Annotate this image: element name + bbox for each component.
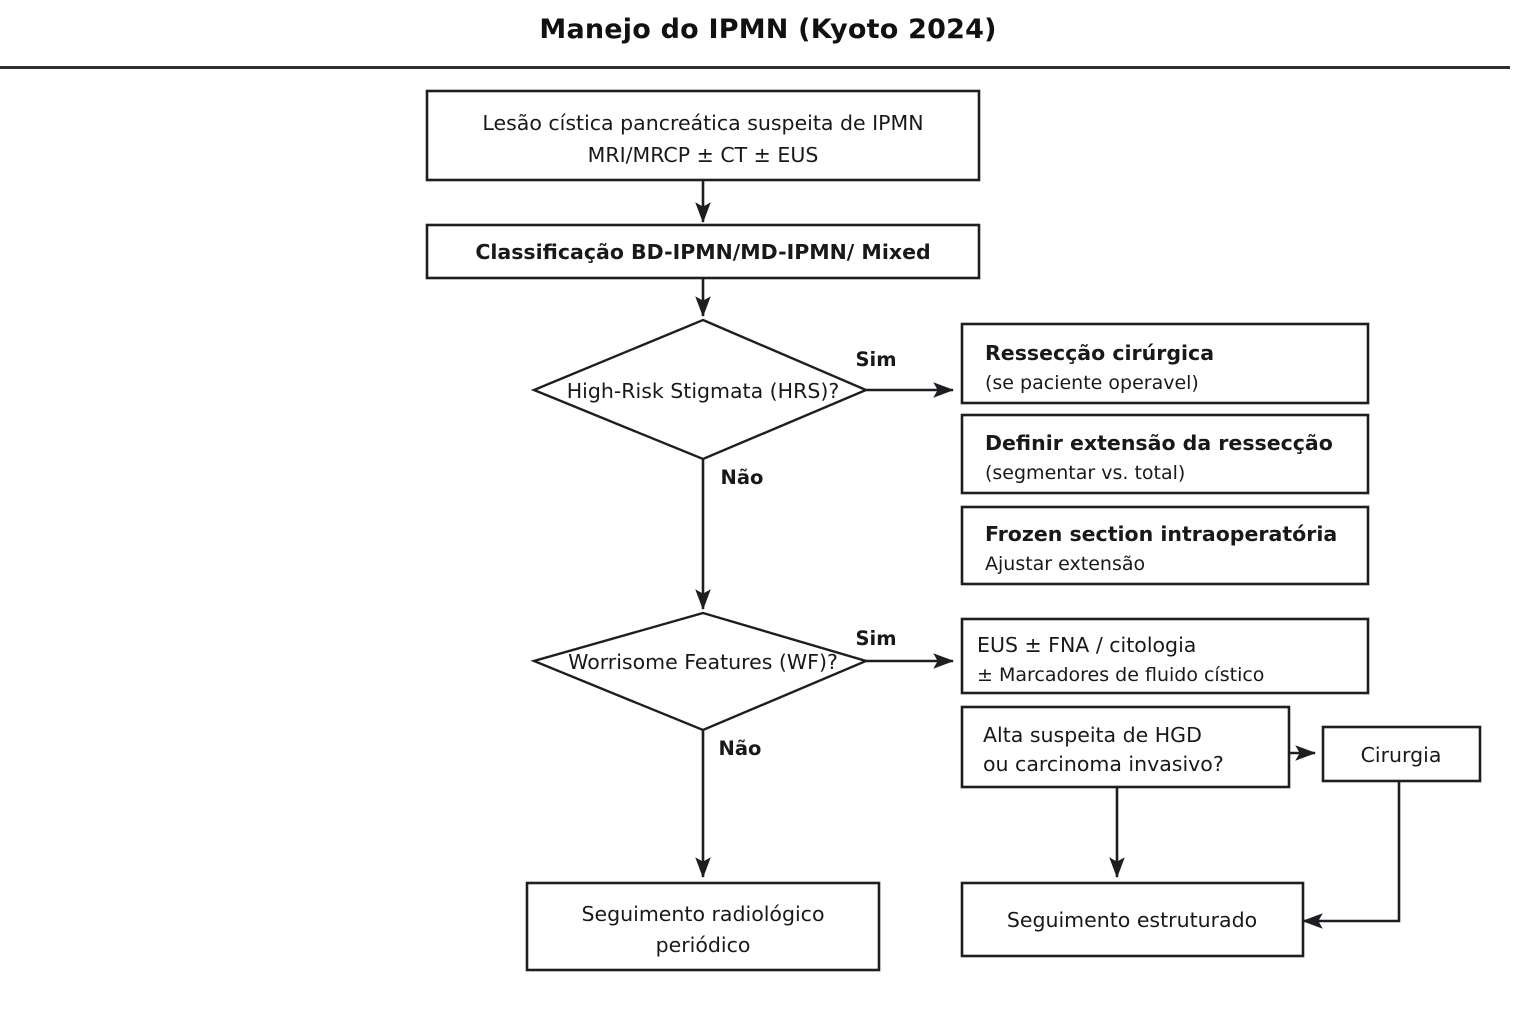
node-start-box	[425, 89, 981, 182]
node-definir-extensao-box	[960, 413, 1370, 495]
edge-label-wf-yes: Sim	[855, 627, 896, 650]
node-cirurgia-label: Cirurgia	[1361, 743, 1442, 767]
node-cirurgia-box	[1321, 725, 1482, 783]
node-eus-fna[interactable]: EUS ± FNA / citologia ± Marcadores de fl…	[960, 617, 1370, 695]
node-eus-fna-box	[960, 617, 1370, 695]
node-definir-extensao[interactable]: Definir extensão da ressecção (segmentar…	[960, 413, 1370, 495]
node-definir-extensao-line1: Definir extensão da ressecção	[985, 431, 1333, 455]
node-seguimento-radiologico-line2: periódico	[656, 933, 751, 957]
node-alta-suspeita-hgd-line2: ou carcinoma invasivo?	[983, 752, 1224, 776]
node-wf-label: Worrisome Features (WF)?	[568, 650, 838, 674]
node-classificacao-box	[425, 223, 981, 280]
node-resseccao-line1: Ressecção cirúrgica	[985, 341, 1214, 365]
node-seguimento-radiologico-box	[525, 881, 881, 972]
edge-label-hrs-no: Não	[721, 466, 764, 489]
node-seguimento-radiologico[interactable]: Seguimento radiológico periódico	[525, 881, 881, 972]
node-hrs-label: High-Risk Stigmata (HRS)?	[567, 379, 839, 403]
node-alta-suspeita-hgd-box	[960, 705, 1291, 789]
node-cirurgia[interactable]: Cirurgia	[1321, 725, 1482, 783]
node-resseccao-line2: (se paciente operavel)	[985, 372, 1199, 394]
connector-cirurgia-to-segestr	[1301, 781, 1401, 929]
node-seguimento-radiologico-line1: Seguimento radiológico	[582, 902, 825, 926]
node-start[interactable]: Lesão cística pancreática suspeita de IP…	[425, 89, 981, 182]
node-frozen-section-line1: Frozen section intraoperatória	[985, 522, 1337, 546]
node-resseccao-box	[960, 322, 1370, 405]
node-resseccao-cirurgica[interactable]: Ressecção cirúrgica (se paciente operave…	[960, 322, 1370, 405]
node-alta-suspeita-hgd-line1: Alta suspeita de HGD	[983, 723, 1202, 747]
node-eus-fna-line1: EUS ± FNA / citologia	[977, 633, 1196, 657]
node-frozen-section[interactable]: Frozen section intraoperatória Ajustar e…	[960, 505, 1370, 586]
node-classificacao[interactable]: Classificação BD-IPMN/MD-IPMN/ Mixed	[425, 223, 981, 280]
node-seguimento-estruturado-label: Seguimento estruturado	[1007, 908, 1257, 932]
node-wf-diamond	[530, 611, 870, 732]
node-hrs-decision[interactable]: High-Risk Stigmata (HRS)?	[530, 318, 870, 461]
node-classificacao-label: Classificação BD-IPMN/MD-IPMN/ Mixed	[475, 240, 930, 264]
node-seguimento-estruturado[interactable]: Seguimento estruturado	[960, 881, 1305, 958]
node-alta-suspeita-hgd[interactable]: Alta suspeita de HGD ou carcinoma invasi…	[960, 705, 1291, 789]
edge-label-hrs-yes: Sim	[855, 348, 896, 371]
node-hrs-diamond	[530, 318, 870, 461]
node-wf-decision[interactable]: Worrisome Features (WF)?	[530, 611, 870, 732]
edge-label-wf-no: Não	[719, 737, 762, 760]
page-title: Manejo do IPMN (Kyoto 2024)	[539, 14, 997, 45]
node-eus-fna-line2: ± Marcadores de fluido cístico	[977, 664, 1264, 686]
node-start-line1: Lesão cística pancreática suspeita de IP…	[482, 111, 923, 135]
node-definir-extensao-line2: (segmentar vs. total)	[985, 462, 1185, 484]
node-seguimento-estruturado-box	[960, 881, 1305, 958]
node-start-line2: MRI/MRCP ± CT ± EUS	[588, 143, 819, 167]
node-frozen-section-line2: Ajustar extensão	[985, 553, 1145, 575]
header-divider	[0, 66, 1510, 69]
node-frozen-section-box	[960, 505, 1370, 586]
